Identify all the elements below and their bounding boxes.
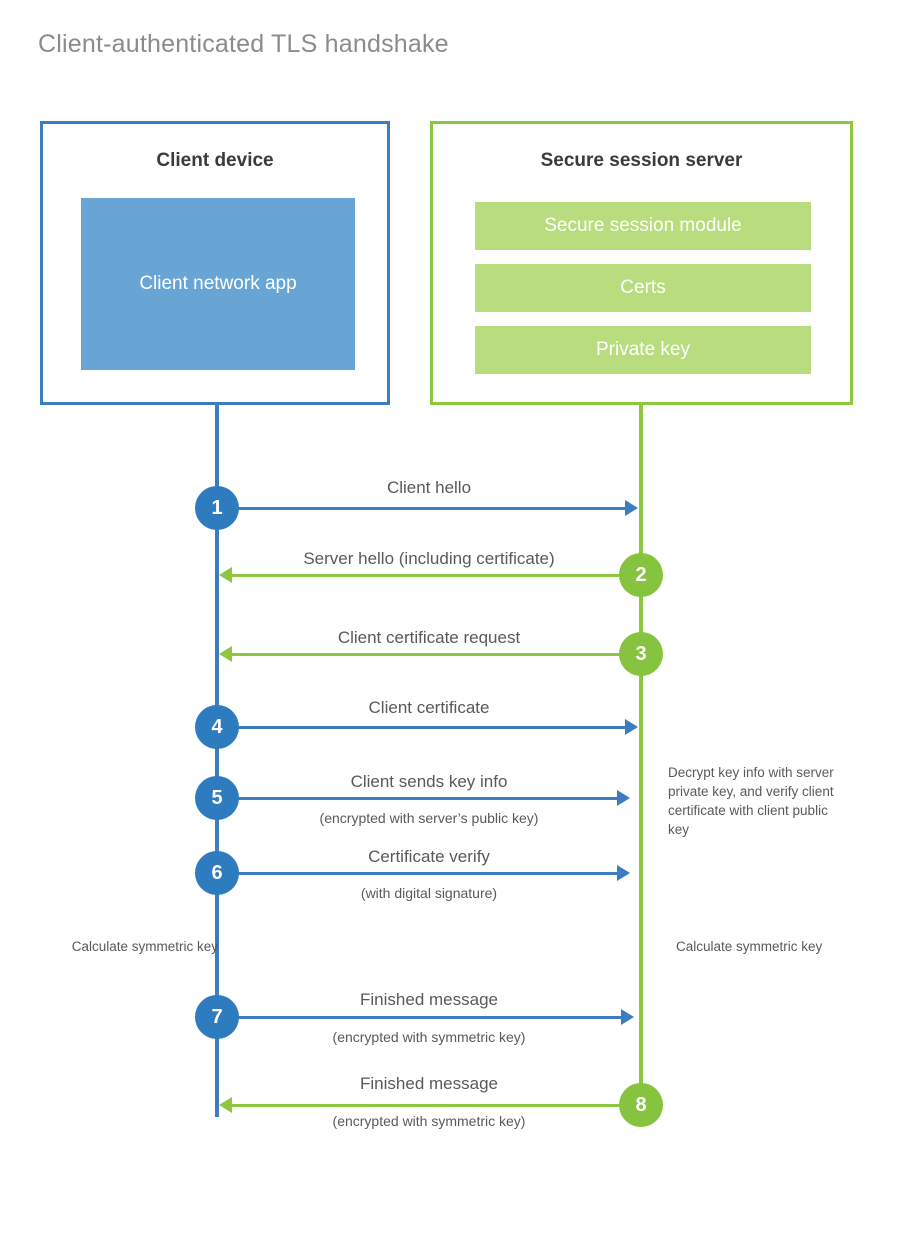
secure-session-server-box: Secure session server Secure session mod…: [430, 121, 853, 405]
step-5-sublabel: (encrypted with server’s public key): [319, 810, 539, 826]
step-7-sublabel: (encrypted with symmetric key): [332, 1029, 526, 1045]
step-5-label: Client sends key info: [350, 772, 508, 791]
server-component-certs: Certs: [475, 264, 811, 312]
step-5-marker[interactable]: 5: [195, 776, 239, 820]
step-3-label: Client certificate request: [337, 628, 521, 647]
step-7-marker[interactable]: 7: [195, 995, 239, 1039]
step-6-label: Certificate verify: [368, 847, 490, 866]
step-4-arrow-line: [217, 726, 625, 729]
step-5-arrow-head: [617, 790, 630, 806]
step-5-arrow-line: [217, 797, 617, 800]
step-8-arrow-line: [232, 1104, 641, 1107]
server-decrypt-note: Decrypt key info with server private key…: [668, 765, 834, 838]
client-device-box: Client device Client network app: [40, 121, 390, 405]
server-component-private-key: Private key: [475, 326, 811, 374]
server-calculate-symmetric-key-note: Calculate symmetric key: [676, 939, 823, 954]
step-4-label: Client certificate: [368, 698, 490, 717]
step-8-arrow-head: [219, 1097, 232, 1113]
step-6-arrow-head: [617, 865, 630, 881]
page-title: Client-authenticated TLS handshake: [38, 30, 449, 58]
step-3-arrow-head: [219, 646, 232, 662]
client-calculate-symmetric-key-note: Calculate symmetric key: [71, 939, 218, 954]
step-2-label: Server hello (including certificate): [303, 549, 555, 568]
step-2-arrow-head: [219, 567, 232, 583]
secure-session-server-title: Secure session server: [540, 150, 743, 171]
step-4-arrow-head: [625, 719, 638, 735]
step-8-label: Finished message: [360, 1074, 498, 1093]
step-3-marker[interactable]: 3: [619, 632, 663, 676]
client-network-app-block: Client network app: [81, 198, 355, 370]
step-6-marker[interactable]: 6: [195, 851, 239, 895]
step-7-arrow-head: [621, 1009, 634, 1025]
client-device-title: Client device: [156, 150, 274, 171]
step-1-marker[interactable]: 1: [195, 486, 239, 530]
client-lifeline: [215, 405, 219, 1117]
step-2-arrow-line: [232, 574, 641, 577]
step-8-marker[interactable]: 8: [619, 1083, 663, 1127]
server-lifeline: [639, 405, 643, 1105]
server-component-secure-session-module: Secure session module: [475, 202, 811, 250]
step-3-arrow-line: [232, 653, 641, 656]
step-1-arrow-line: [217, 507, 625, 510]
step-2-marker[interactable]: 2: [619, 553, 663, 597]
step-6-arrow-line: [217, 872, 617, 875]
step-1-arrow-head: [625, 500, 638, 516]
step-7-label: Finished message: [360, 990, 498, 1009]
step-1-label: Client hello: [386, 478, 472, 497]
step-7-arrow-line: [217, 1016, 621, 1019]
step-4-marker[interactable]: 4: [195, 705, 239, 749]
step-6-sublabel: (with digital signature): [360, 885, 498, 901]
step-8-sublabel: (encrypted with symmetric key): [332, 1113, 526, 1129]
